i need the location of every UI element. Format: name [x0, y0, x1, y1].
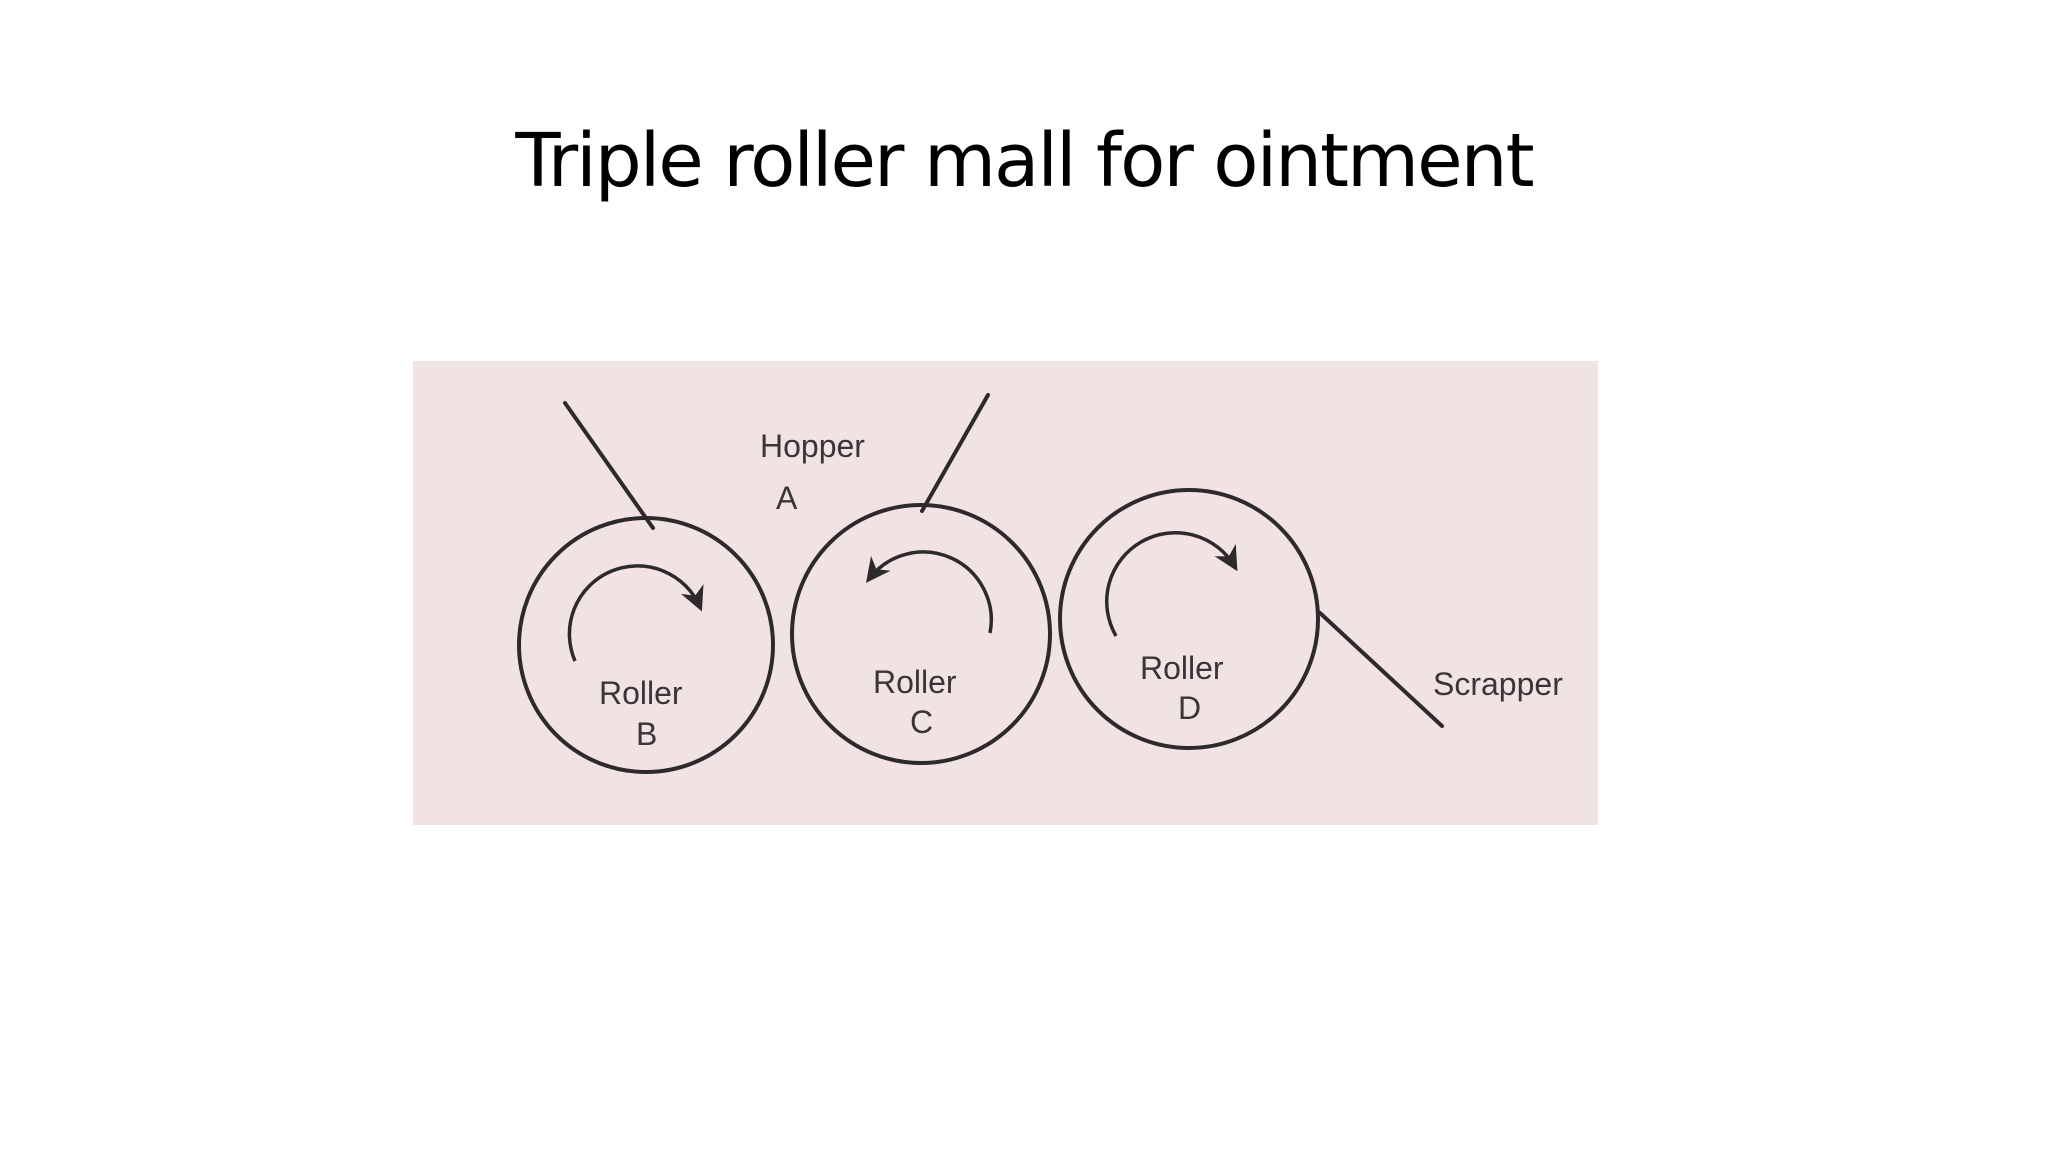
hopper-letter-label: A [776, 480, 798, 516]
roller-c-circle [790, 503, 1052, 765]
roller-d-circle [1058, 488, 1320, 750]
roller-d-label: Roller [1140, 650, 1224, 686]
scrapper-blade [1318, 611, 1444, 728]
roller-c-letter-label: C [910, 704, 933, 740]
roller-c-rotation-arrow [866, 550, 994, 634]
diagram-background [413, 361, 1598, 825]
roller-c-label: Roller [873, 664, 957, 700]
hopper-label: Hopper [760, 428, 865, 464]
hopper-wall-left [563, 401, 655, 530]
roller-b-rotation-arrow [567, 564, 704, 662]
roller-b-label: Roller [599, 675, 683, 711]
roller-b-letter-label: B [636, 716, 657, 752]
scrapper-label: Scrapper [1433, 666, 1563, 702]
roller-mill-diagram: Hopper A Roller B Roller C Roller D Scra… [413, 361, 1598, 825]
roller-b-circle [517, 516, 775, 774]
slide-title: Triple roller mall for ointment [515, 118, 1534, 204]
roller-d-letter-label: D [1178, 690, 1201, 726]
hopper-wall-right [920, 393, 990, 513]
roller-d-rotation-arrow [1105, 531, 1238, 637]
roller-mill-diagram-svg: Hopper A Roller B Roller C Roller D Scra… [413, 361, 1598, 825]
